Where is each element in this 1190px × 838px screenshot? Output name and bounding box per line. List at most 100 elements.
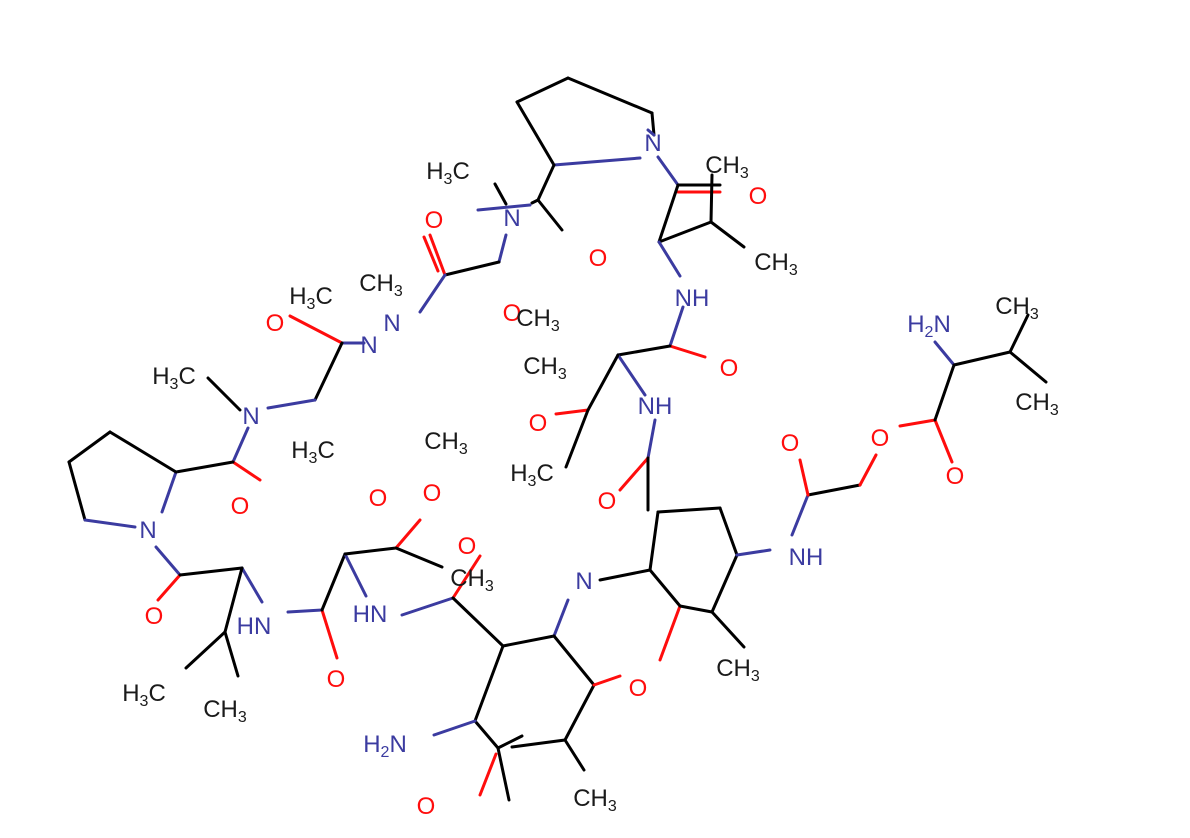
bond-line xyxy=(656,155,680,187)
bond-line xyxy=(586,353,620,412)
atom-label-o: O xyxy=(529,410,548,437)
atom-label-c: H3C xyxy=(152,363,196,393)
atom-label-c: CH3 xyxy=(716,655,760,685)
bond-line xyxy=(478,752,498,797)
bond-line xyxy=(496,734,524,750)
bond-line xyxy=(108,430,178,474)
bond-line xyxy=(952,350,1012,367)
atom-label-n: N xyxy=(644,130,661,157)
atom-label-o: O xyxy=(231,493,250,520)
bond-line xyxy=(798,458,810,497)
bond-line xyxy=(473,644,505,723)
bond-line xyxy=(646,418,657,460)
atom-label-n: N xyxy=(139,517,156,544)
bond-line xyxy=(648,510,660,572)
atom-label-c: CH3 xyxy=(1015,389,1059,419)
bond-line xyxy=(418,273,447,314)
atom-label-o: O xyxy=(589,245,608,272)
bond-line xyxy=(320,608,339,660)
bond-line xyxy=(933,363,956,422)
bond-line xyxy=(288,314,344,345)
bond-line xyxy=(563,683,596,742)
atom-label-n: N xyxy=(383,310,400,337)
bond-line xyxy=(858,453,878,487)
atom-label-c: CH3 xyxy=(424,428,468,458)
bond-line xyxy=(83,518,137,529)
bond-line xyxy=(178,566,244,577)
bond-line xyxy=(554,408,590,416)
bond-line xyxy=(497,233,508,264)
bond-line xyxy=(598,568,652,582)
bond-line xyxy=(515,100,556,167)
atom-label-c: CH3 xyxy=(573,785,617,815)
bond-line xyxy=(933,418,954,464)
bond-line xyxy=(443,260,501,277)
bond-line xyxy=(343,546,398,556)
bond-line xyxy=(67,430,112,464)
bond-line xyxy=(231,460,262,482)
bond-line xyxy=(790,493,810,537)
atom-label-o: O xyxy=(629,675,648,702)
atom-label-o: O xyxy=(417,793,436,820)
bond-line xyxy=(646,128,656,137)
bond-line xyxy=(1008,350,1048,384)
bond-line xyxy=(432,719,477,737)
bond-line xyxy=(343,552,368,598)
atom-label-c: CH3 xyxy=(995,293,1039,323)
bond-line xyxy=(473,719,500,750)
bond-line xyxy=(648,568,682,608)
bond-line xyxy=(933,340,956,367)
bond-line xyxy=(709,220,746,249)
atom-label-o: O xyxy=(598,488,617,515)
bond-line xyxy=(657,240,682,278)
atom-label-n: N xyxy=(503,205,520,232)
bond-line xyxy=(536,163,556,202)
atom-label-c: CH3 xyxy=(450,565,494,595)
atom-label-o: O xyxy=(266,310,285,337)
bond-line xyxy=(451,554,482,600)
bond-line xyxy=(394,518,422,550)
bond-line xyxy=(618,456,650,492)
bond-line xyxy=(223,566,244,634)
atom-label-o: O xyxy=(145,603,164,630)
atom-label-o: O xyxy=(425,207,444,234)
bond-line xyxy=(710,553,739,614)
atom-label-n: H2N xyxy=(363,731,407,761)
bond-line xyxy=(566,76,654,115)
atom-label-n: HN xyxy=(237,613,272,640)
atom-label-c: H3C xyxy=(426,158,470,188)
bond-line xyxy=(650,111,656,137)
bond-line xyxy=(678,604,714,614)
atom-label-o: O xyxy=(503,300,522,327)
atom-label-c: CH3 xyxy=(705,152,749,182)
bond-line xyxy=(266,398,317,410)
bond-line xyxy=(174,460,235,474)
atom-label-c: CH3 xyxy=(203,696,247,726)
bond-line xyxy=(657,220,713,244)
bond-line xyxy=(616,353,647,397)
bond-line xyxy=(552,634,596,687)
bond-line xyxy=(451,596,505,648)
bond-line xyxy=(422,235,440,273)
bond-line xyxy=(223,630,240,678)
atom-label-c: H3C xyxy=(289,283,333,313)
bond-line xyxy=(709,173,714,224)
atom-label-c: H3C xyxy=(122,680,166,710)
bond-line xyxy=(400,596,455,617)
bond-line xyxy=(552,598,570,638)
atom-label-o: O xyxy=(749,183,768,210)
atom-label-c: CH3 xyxy=(754,249,798,279)
atom-label-o: O xyxy=(458,533,477,560)
atom-label-o: O xyxy=(871,425,890,452)
atom-label-c: H3C xyxy=(291,437,335,467)
bond-line xyxy=(184,630,227,670)
atom-label-n: N xyxy=(360,332,377,359)
bond-line xyxy=(320,552,347,612)
atom-label-n: NH xyxy=(638,393,673,420)
bond-line xyxy=(718,506,739,557)
bond-line xyxy=(231,426,250,464)
bond-lines xyxy=(67,76,1048,802)
atom-label-n: N xyxy=(242,403,259,430)
bond-line xyxy=(552,156,642,167)
